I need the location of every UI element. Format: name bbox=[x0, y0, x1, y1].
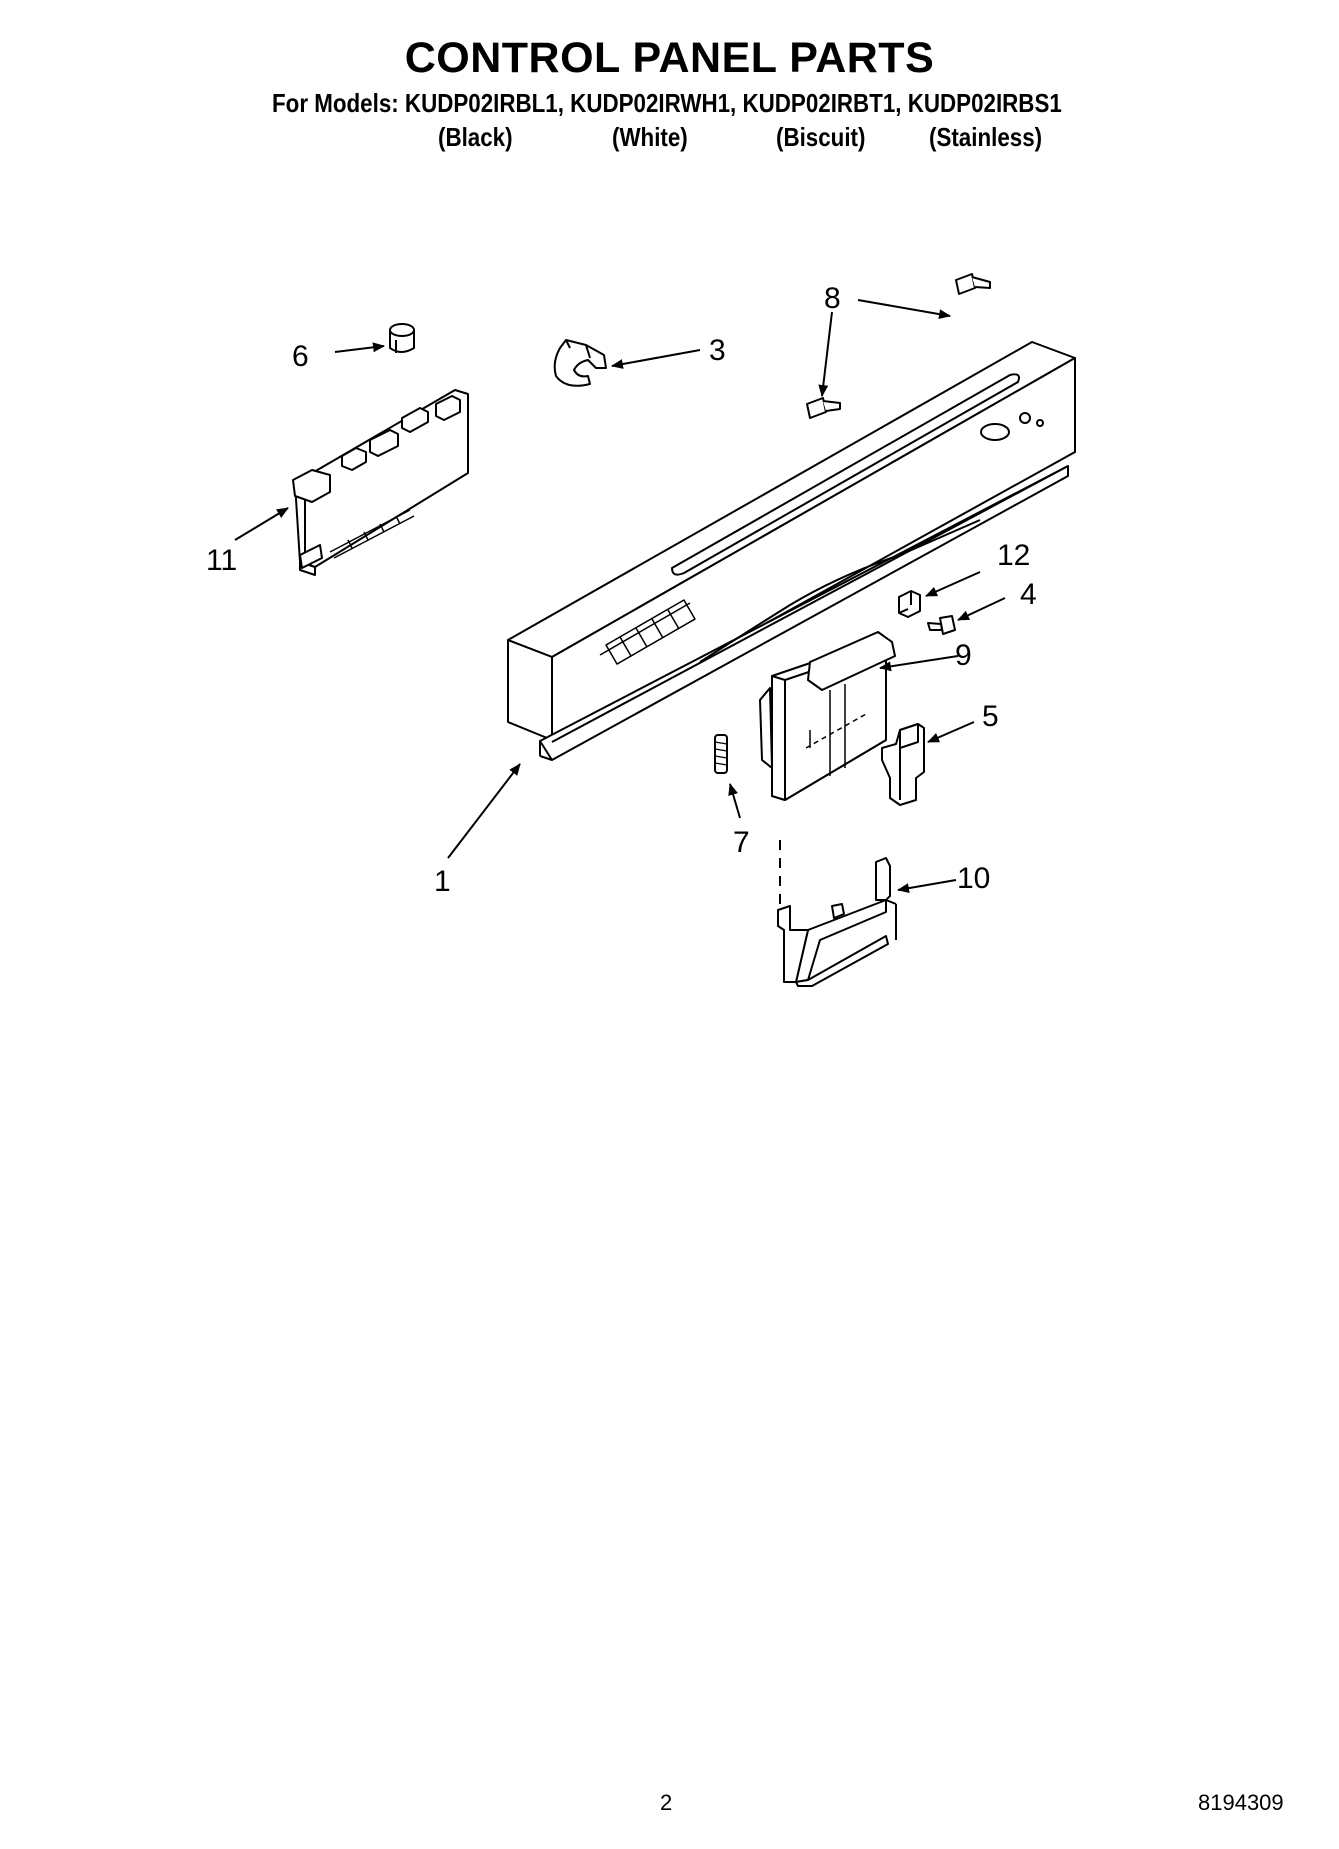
callout-4: 4 bbox=[1020, 578, 1037, 611]
callout-12: 12 bbox=[997, 539, 1030, 572]
callout-8: 8 bbox=[824, 282, 841, 315]
color-biscuit: (Biscuit) bbox=[776, 122, 866, 152]
control-panel-console bbox=[507, 341, 1076, 761]
callout-3: 3 bbox=[709, 334, 726, 367]
color-white: (White) bbox=[612, 122, 688, 152]
page-number: 2 bbox=[660, 1790, 673, 1815]
screw-part-8 bbox=[806, 273, 991, 419]
screw-part-4 bbox=[927, 615, 956, 635]
latch-part-5 bbox=[881, 723, 925, 806]
control-board bbox=[292, 389, 469, 576]
bracket-part-9 bbox=[759, 631, 896, 801]
callout-9: 9 bbox=[955, 639, 972, 672]
color-stainless: (Stainless) bbox=[929, 122, 1043, 152]
callout-7: 7 bbox=[733, 826, 750, 859]
document-number: 8194309 bbox=[1198, 1790, 1284, 1815]
spring-part-7 bbox=[714, 734, 728, 774]
bracket-part-10 bbox=[777, 857, 897, 987]
callout-11: 11 bbox=[206, 544, 237, 577]
callout-6: 6 bbox=[292, 340, 309, 373]
clip-part-3 bbox=[553, 339, 607, 387]
button-part-6 bbox=[389, 323, 415, 353]
callout-10: 10 bbox=[957, 862, 990, 895]
color-black: (Black) bbox=[438, 122, 513, 152]
callout-5: 5 bbox=[982, 700, 999, 733]
page-title: CONTROL PANEL PARTS bbox=[404, 34, 935, 82]
callout-1: 1 bbox=[434, 865, 451, 898]
block-part-12 bbox=[898, 590, 921, 618]
models-line: For Models: KUDP02IRBL1, KUDP02IRWH1, KU… bbox=[272, 88, 1062, 118]
